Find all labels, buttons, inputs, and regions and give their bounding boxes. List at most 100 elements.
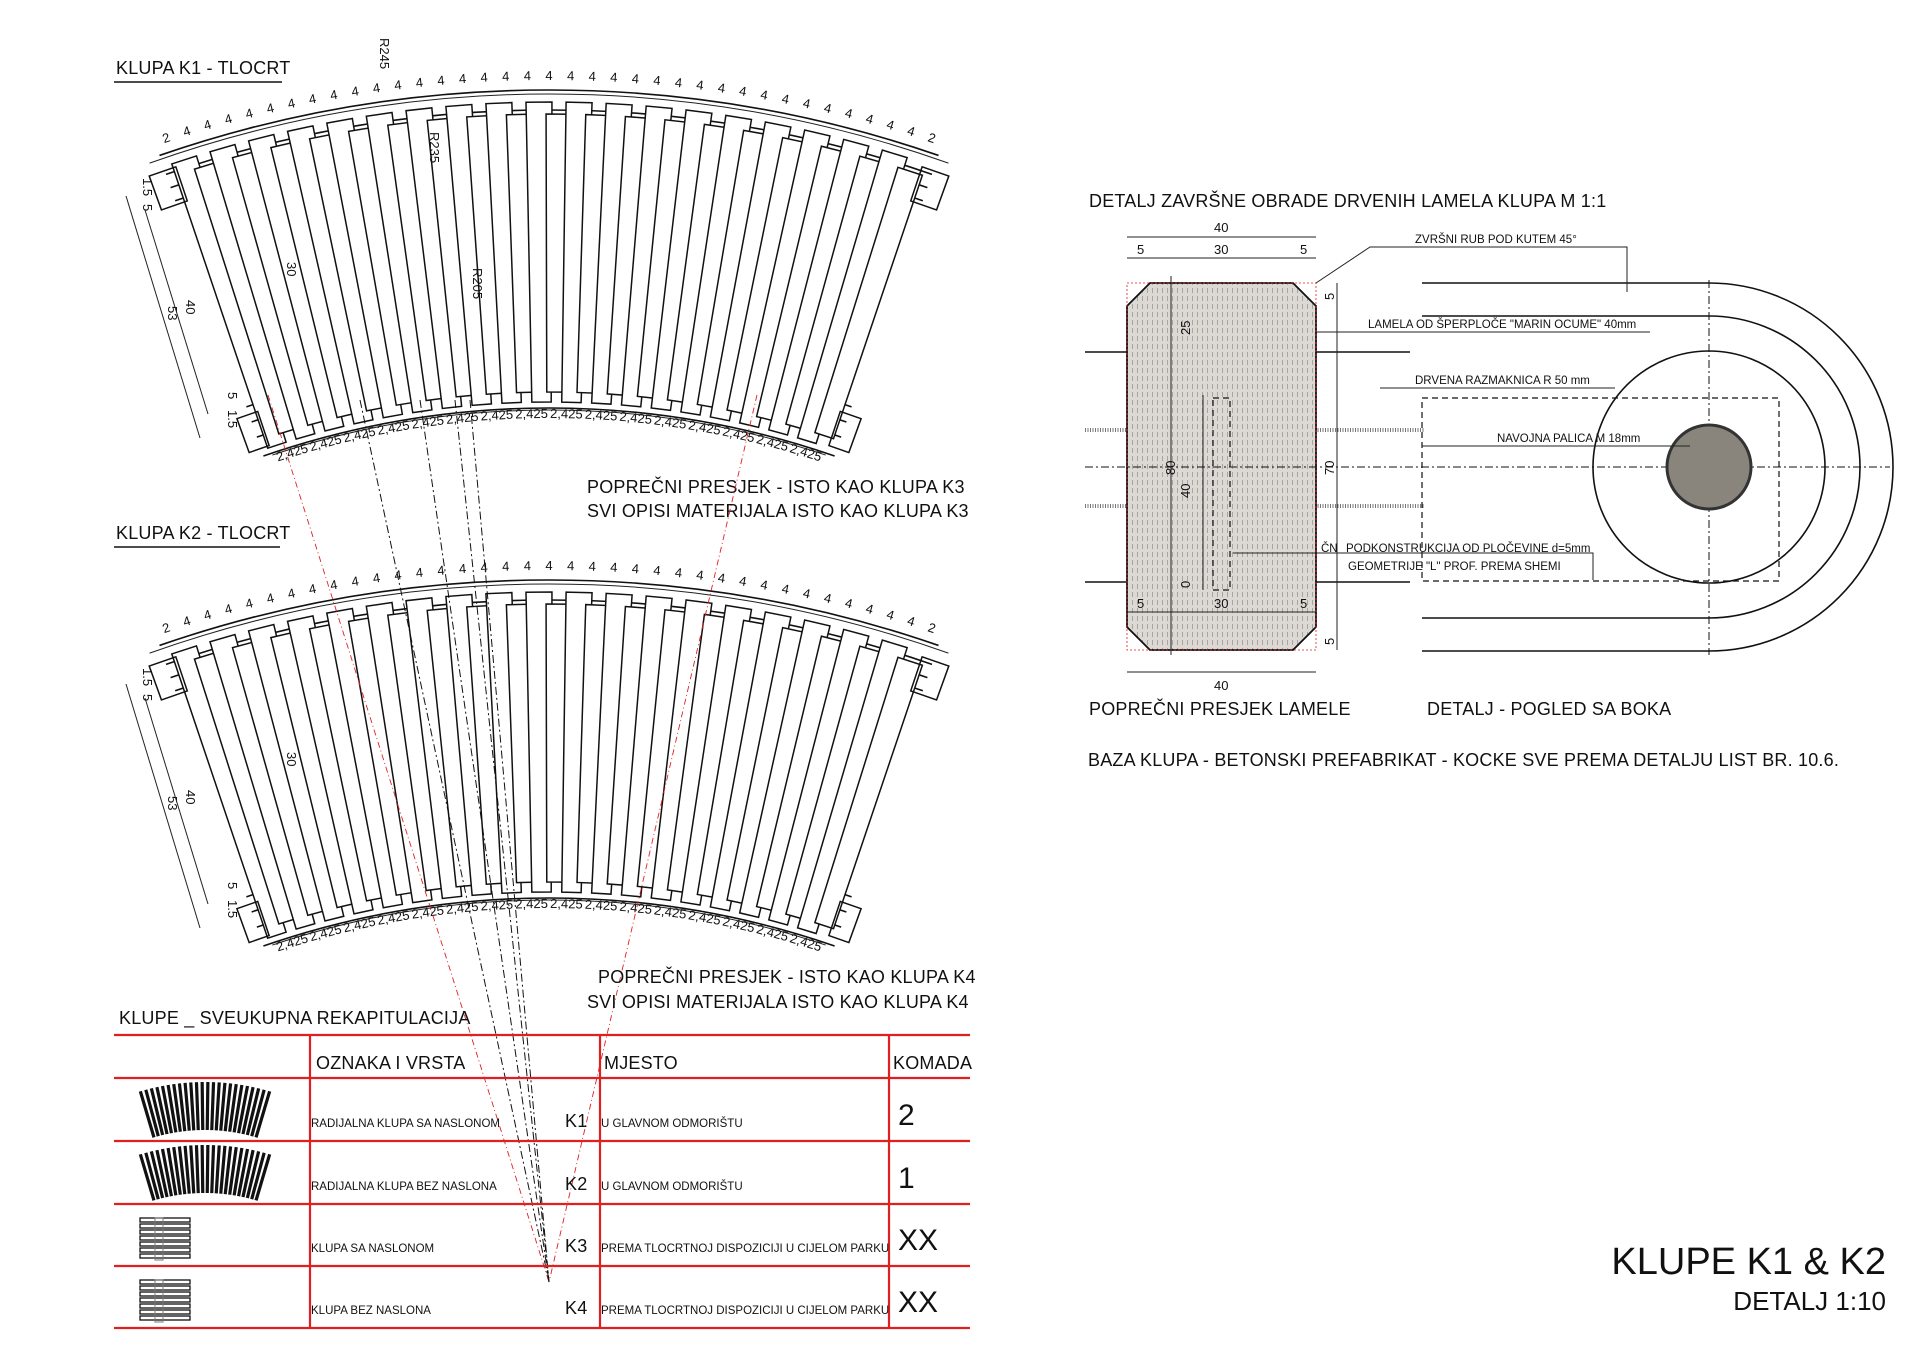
dimension-label: 2,425 — [445, 899, 479, 917]
thumb-slat — [200, 1144, 205, 1194]
row-place: U GLAVNOM ODMORIŠTU — [601, 1117, 743, 1130]
dimension-label: 4 — [674, 75, 683, 91]
dim-1-5-top: 1.5 — [140, 178, 155, 196]
thumb-slat — [232, 1147, 244, 1196]
dimension-label: 4 — [265, 590, 276, 606]
note-k2-line2: SVI OPISI MATERIJALA ISTO KAO KLUPA K4 — [587, 992, 969, 1012]
note-k1-line2: SVI OPISI MATERIJALA ISTO KAO KLUPA K3 — [587, 501, 969, 521]
bench-slat — [445, 593, 493, 897]
dimension-label: 4 — [329, 87, 339, 103]
dim-5-top: 5 — [140, 694, 155, 701]
thumb-slat — [210, 1082, 216, 1131]
thumb-slat — [194, 1145, 200, 1194]
dimension-label: 4 — [458, 71, 466, 86]
thumb-slat — [139, 1297, 191, 1303]
dimension-label: 4 — [717, 570, 726, 586]
bench-slat — [365, 111, 433, 414]
dimension-label: 4 — [864, 111, 875, 127]
thumb-slat — [139, 1217, 191, 1223]
dimension-label: 4 — [674, 565, 683, 581]
dimension-label: 4 — [802, 95, 812, 111]
dimension-arc — [272, 409, 826, 456]
row-place: PREMA TLOCRTNOJ DISPOZICIJI U CIJELOM PA… — [601, 1305, 889, 1317]
dimension-label: 4 — [885, 117, 896, 133]
dimension-label: 4 — [307, 581, 317, 597]
bench-slat — [365, 601, 433, 904]
dim-height-total: 80 — [1163, 461, 1178, 475]
thumb-slat — [139, 1285, 191, 1291]
dim-width-edge: 5 — [1137, 242, 1144, 257]
dimension-label: 4 — [823, 590, 834, 606]
dimension-label: 2,425 — [721, 914, 756, 936]
dimension-label: 4 — [653, 563, 662, 579]
row-code: K4 — [565, 1298, 587, 1318]
thumb-slat — [149, 1088, 165, 1136]
annotation-spacer: DRVENA RAZMAKNICA R 50 mm — [1415, 375, 1590, 387]
dim-5-bottom: 5 — [225, 392, 240, 399]
dimension-label: 2,425 — [411, 902, 445, 921]
frame-arc — [263, 407, 835, 457]
thumb-slat — [214, 1145, 221, 1194]
end-bracket — [148, 655, 189, 701]
recap-table: KLUPE _ SVEUKUPNA REKAPITULACIJA OZNAKA … — [114, 1008, 972, 1330]
dimension-label: 2,425 — [445, 409, 479, 427]
dim-width-total: 40 — [1214, 678, 1228, 693]
table-row: KLUPA BEZ NASLONA K4 PREMA TLOCRTNOJ DIS… — [139, 1279, 938, 1323]
dimension-label: 2 — [160, 620, 172, 637]
thumb-slat — [241, 1149, 255, 1198]
dimension-arc — [272, 899, 826, 946]
thumb-slat — [254, 1153, 272, 1201]
end-bracket — [827, 900, 863, 944]
dimension-label: 4 — [307, 91, 317, 107]
annotation-rod: NAVOJNA PALICA M 18mm — [1497, 433, 1640, 445]
dim-40: 40 — [183, 300, 198, 314]
thumb-slat — [139, 1315, 191, 1321]
dimension-label: 4 — [738, 83, 748, 99]
dimension-label: 4 — [781, 91, 791, 107]
thumb-slat — [139, 1279, 191, 1285]
thumb-slat — [139, 1241, 191, 1247]
dimension-label: 2,425 — [342, 914, 377, 936]
base-note: BAZA KLUPA - BETONSKI PREFABRIKAT - KOCK… — [1088, 750, 1839, 770]
sheet-title: KLUPE K1 & K2 — [1611, 1241, 1886, 1283]
dimension-label: 4 — [181, 123, 192, 139]
bench-slat — [286, 614, 374, 915]
row-code: K1 — [565, 1111, 587, 1131]
dimension-label: 4 — [524, 68, 532, 83]
dimension-label: 4 — [631, 561, 639, 576]
threaded-rod-icon — [1665, 423, 1753, 511]
dimension-label: 4 — [350, 573, 360, 589]
dimension-label: 4 — [802, 585, 812, 601]
dimension-label: 2,425 — [687, 907, 722, 928]
bench-slat — [813, 656, 924, 930]
bench-slat — [286, 124, 374, 425]
thumb-slat — [241, 1086, 255, 1135]
dimension-label: 4 — [738, 573, 748, 589]
dim-5-bottom: 5 — [225, 882, 240, 889]
annotation-edge: ZVRŠNI RUB POD KUTEM 45° — [1415, 233, 1577, 246]
dimension-label: 4 — [480, 70, 488, 85]
thumb-slat — [223, 1146, 233, 1195]
dimension-label: 4 — [181, 613, 192, 629]
frame-arc — [263, 897, 835, 947]
dimension-label: 2,425 — [376, 417, 411, 438]
dimension-label: 4 — [781, 581, 791, 597]
thumb-slat — [138, 1153, 156, 1201]
thumb-slat — [172, 1083, 182, 1132]
dimension-label: 2,425 — [550, 896, 583, 912]
thumb-slat — [166, 1084, 178, 1133]
dimension-label: 4 — [286, 95, 296, 111]
thumb-slat — [223, 1083, 233, 1132]
dimension-label: 4 — [653, 73, 662, 89]
annotation-cn: ČN — [1321, 542, 1338, 555]
end-bracket — [909, 655, 950, 701]
row-count: 2 — [898, 1099, 915, 1132]
thumb-slat — [139, 1303, 191, 1309]
dimension-label: 2,425 — [721, 424, 756, 446]
dim-r245: R245 — [377, 38, 392, 69]
construction-ray — [548, 394, 758, 1283]
construction-ray — [419, 399, 550, 1283]
thumb-slat — [183, 1145, 191, 1194]
